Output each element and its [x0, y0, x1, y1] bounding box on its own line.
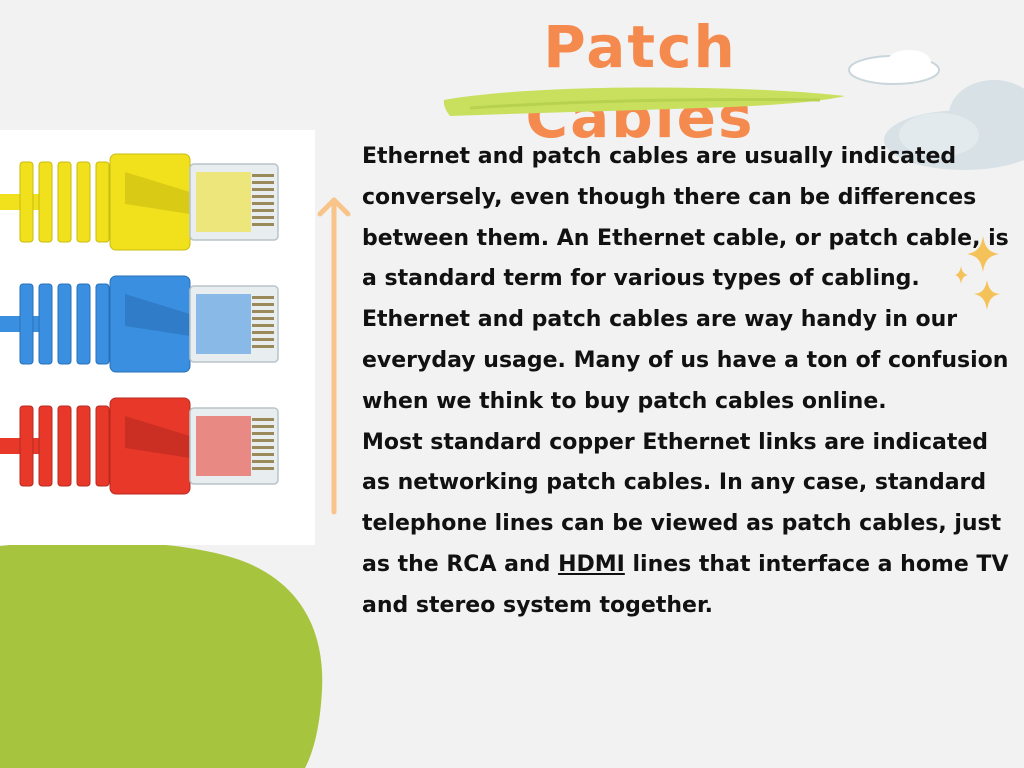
- cloud-icon: [848, 50, 1024, 170]
- paragraph-1: Ethernet and patch cables are usually in…: [362, 144, 1009, 292]
- hdmi-link[interactable]: HDMI: [558, 551, 625, 577]
- cables-photo: [0, 130, 315, 545]
- green-blob-shape: [0, 541, 323, 768]
- paragraph-2: Ethernet and patch cables are way handy …: [362, 307, 1009, 414]
- paragraph-3-text-after: lines that interface a home TV and stere…: [362, 551, 1009, 618]
- ethernet-cables-illustration: [0, 153, 279, 495]
- yellow-cable-plug: [0, 153, 279, 251]
- brush-stroke-decoration: [443, 87, 845, 116]
- blue-cable-plug: [0, 275, 279, 373]
- body-text: Ethernet and patch cables are usually in…: [362, 137, 1012, 627]
- paragraph-3-text-before: Most standard copper Ethernet links are …: [362, 429, 1002, 577]
- paragraph-3: Most standard copper Ethernet links are …: [362, 423, 1012, 627]
- red-cable-plug: [0, 397, 279, 495]
- arrow-up-icon: [317, 197, 351, 515]
- sparkle-icon: [955, 236, 1000, 310]
